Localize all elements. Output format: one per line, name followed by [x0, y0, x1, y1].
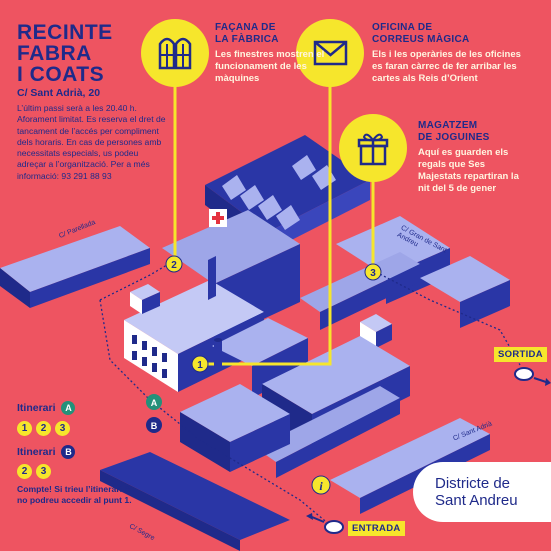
legend-itinerary-b-letter: B [61, 445, 76, 459]
legend-itinerary-a-letter: A [61, 401, 76, 415]
envelope-icon [296, 19, 364, 87]
address: C/ Sant Adrià, 20 [17, 87, 101, 99]
info-icon[interactable]: i [311, 475, 331, 495]
legend-a-stop-1: 1 [17, 421, 32, 436]
legend-itinerary-a-stops: 1 2 3 [17, 421, 70, 436]
district-logo: Districte de Sant Andreu [413, 462, 551, 522]
building-lower-middle [180, 384, 290, 472]
point-1-info: FAÇANA DE LA FÀBRICA Les finestres mostr… [215, 22, 327, 85]
route-marker-a-letter: A [151, 398, 158, 408]
point-3-text: Aquí es guarden els regals que Ses Majes… [418, 147, 519, 194]
legend-itinerary-a: Itinerari A [17, 401, 76, 415]
route-path [99, 261, 331, 526]
chimney [214, 338, 222, 370]
route-marker-a: A [146, 394, 162, 410]
map-point-2-number: 2 [171, 260, 177, 271]
point-3-title: MAGATZEM DE JOGUINES [418, 120, 490, 143]
route-marker-b: B [146, 417, 162, 433]
window-icon [141, 19, 209, 87]
first-aid-icon [209, 209, 227, 227]
exit-label: SORTIDA [494, 347, 547, 362]
page-title: RECINTE FABRA I COATS [17, 21, 113, 86]
point-1-title: FAÇANA DE LA FÀBRICA [215, 22, 279, 45]
district-logo-line-2: Sant Andreu [435, 492, 518, 509]
legend-itinerary-b: Itinerari B [17, 445, 76, 459]
map-point-3-marker[interactable]: 3 [364, 263, 382, 281]
itinerary-b-warning: Compte! Si trieu l’itinerari B no podreu… [17, 484, 132, 505]
district-logo-line-1: Districte de [435, 475, 511, 492]
intro-text: L’últim passi serà a les 20.40 h. Aforam… [17, 103, 166, 181]
point-3-info: MAGATZEM DE JOGUINES Aquí es guarden els… [418, 120, 528, 195]
gift-icon [339, 114, 407, 182]
building-parellada [0, 226, 150, 308]
info-icon-letter: i [319, 479, 323, 493]
legend-a-stop-2: 2 [36, 421, 51, 436]
point-2-title: OFICINA DE CORREUS MÀGICA [372, 22, 470, 45]
route-path-exit [371, 269, 521, 366]
legend-a-stop-3: 3 [55, 421, 70, 436]
route-marker-b-letter: B [151, 421, 158, 431]
legend-b-stop-3: 3 [36, 464, 51, 479]
point-2-info: OFICINA DE CORREUS MÀGICA Els i les oper… [372, 22, 532, 85]
building-segre [100, 452, 290, 551]
entrance-marker [306, 513, 344, 534]
map-point-2-marker[interactable]: 2 [165, 255, 183, 273]
map-point-1-number: 1 [197, 360, 203, 371]
building-small-left [130, 284, 160, 314]
legend-itinerary-a-label: Itinerari [17, 401, 56, 414]
legend-itinerary-b-stops: 2 3 [17, 464, 51, 479]
legend-itinerary-b-label: Itinerari [17, 445, 56, 458]
legend-b-stop-2: 2 [17, 464, 32, 479]
exit-marker [514, 367, 551, 386]
map-point-3-number: 3 [370, 268, 376, 279]
map-point-1-marker[interactable]: 1 [191, 355, 209, 373]
point-1-text: Les finestres mostren el funcionament de… [215, 49, 325, 84]
entrance-label: ENTRADA [348, 521, 405, 536]
point-2-text: Els i les operàries de les oficines es f… [372, 49, 521, 84]
